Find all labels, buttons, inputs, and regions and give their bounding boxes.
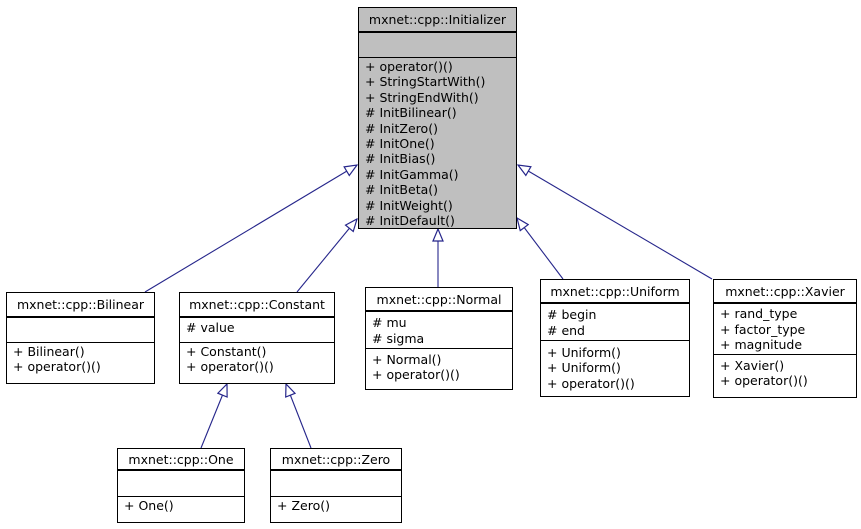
- inheritance-edge-one-to-constant: [200, 384, 227, 449]
- class-node-uniform[interactable]: mxnet::cpp::Uniform # begin # end + Unif…: [540, 279, 690, 397]
- class-node-xavier[interactable]: mxnet::cpp::Xavier + rand_type + factor_…: [713, 279, 857, 398]
- inheritance-edge-zero-to-constant: [286, 384, 312, 449]
- method-item: # InitBilinear(): [365, 105, 457, 121]
- inheritance-edge-xavier-to-initializer: [518, 165, 713, 280]
- class-title: mxnet::cpp::Bilinear: [7, 293, 154, 318]
- class-methods: + Xavier() + operator()(): [714, 355, 856, 397]
- method-item: + Uniform(): [547, 345, 621, 360]
- method-item: + operator()(): [720, 373, 808, 389]
- method-item: + One(): [124, 498, 174, 513]
- attribute-item: + factor_type: [720, 321, 806, 337]
- class-methods: + Constant() + operator()(): [180, 343, 334, 383]
- class-attributes: # mu # sigma: [366, 312, 512, 349]
- class-title: mxnet::cpp::Xavier: [714, 280, 856, 304]
- method-item: # InitGamma(): [365, 166, 459, 182]
- class-node-initializer[interactable]: mxnet::cpp::Initializer + operator()() +…: [358, 7, 517, 229]
- class-attributes: # begin # end: [541, 304, 689, 341]
- class-node-constant[interactable]: mxnet::cpp::Constant # value + Constant(…: [179, 292, 335, 384]
- attribute-item: # value: [186, 320, 235, 335]
- method-item: + Normal(): [372, 352, 442, 367]
- class-title: mxnet::cpp::Zero: [271, 449, 401, 471]
- method-item: + operator()(): [547, 375, 635, 391]
- method-item: + operator()(): [13, 359, 101, 375]
- attribute-item: # begin: [547, 307, 597, 322]
- class-title: mxnet::cpp::Uniform: [541, 280, 689, 304]
- method-item: # InitOne(): [365, 136, 435, 152]
- method-item: # InitWeight(): [365, 197, 453, 213]
- method-item: + operator()(): [186, 359, 274, 375]
- attribute-item: + rand_type: [720, 306, 798, 321]
- method-item: + Constant(): [186, 344, 267, 359]
- class-node-bilinear[interactable]: mxnet::cpp::Bilinear + Bilinear() + oper…: [6, 292, 155, 384]
- method-item: + StringEndWith(): [365, 89, 479, 105]
- class-attributes-empty: [7, 318, 154, 343]
- class-attributes-empty: [118, 471, 244, 497]
- class-methods: + Zero(): [271, 497, 401, 522]
- class-title: mxnet::cpp::Constant: [180, 293, 334, 318]
- method-item: + StringStartWith(): [365, 74, 486, 90]
- method-item: # InitDefault(): [365, 213, 455, 228]
- class-attributes: # value: [180, 318, 334, 343]
- method-item: # InitBias(): [365, 151, 436, 167]
- attribute-item: # sigma: [372, 330, 425, 346]
- class-title: mxnet::cpp::Initializer: [359, 8, 516, 33]
- method-item: # InitBeta(): [365, 182, 439, 198]
- class-methods: + One(): [118, 497, 244, 522]
- class-node-normal[interactable]: mxnet::cpp::Normal # mu # sigma + Normal…: [365, 287, 513, 390]
- class-methods: + Bilinear() + operator()(): [7, 343, 154, 383]
- class-title: mxnet::cpp::Normal: [366, 288, 512, 312]
- method-item: + Zero(): [277, 498, 330, 513]
- method-item: + Bilinear(): [13, 344, 85, 359]
- class-methods: + Normal() + operator()(): [366, 349, 512, 389]
- attribute-item: # mu: [372, 315, 407, 330]
- inheritance-edge-bilinear-to-initializer: [144, 165, 357, 293]
- class-attributes: + rand_type + factor_type + magnitude: [714, 304, 856, 355]
- class-attributes-empty: [359, 33, 516, 58]
- inheritance-edge-constant-to-initializer: [296, 219, 357, 293]
- class-node-zero[interactable]: mxnet::cpp::Zero + Zero(): [270, 448, 402, 523]
- attribute-item: # end: [547, 322, 585, 338]
- class-node-one[interactable]: mxnet::cpp::One + One(): [117, 448, 245, 523]
- method-item: + operator()(): [372, 367, 460, 383]
- method-item: + operator()(): [365, 59, 453, 74]
- method-item: + Xavier(): [720, 358, 785, 373]
- class-methods: + operator()() + StringStartWith() + Str…: [359, 58, 516, 228]
- method-item: # InitZero(): [365, 120, 438, 136]
- class-methods: + Uniform() + Uniform() + operator()(): [541, 341, 689, 396]
- attribute-item: + magnitude: [720, 337, 803, 352]
- class-title: mxnet::cpp::One: [118, 449, 244, 471]
- inheritance-edge-uniform-to-initializer: [517, 218, 564, 280]
- class-attributes-empty: [271, 471, 401, 497]
- method-item: + Uniform(): [547, 360, 621, 376]
